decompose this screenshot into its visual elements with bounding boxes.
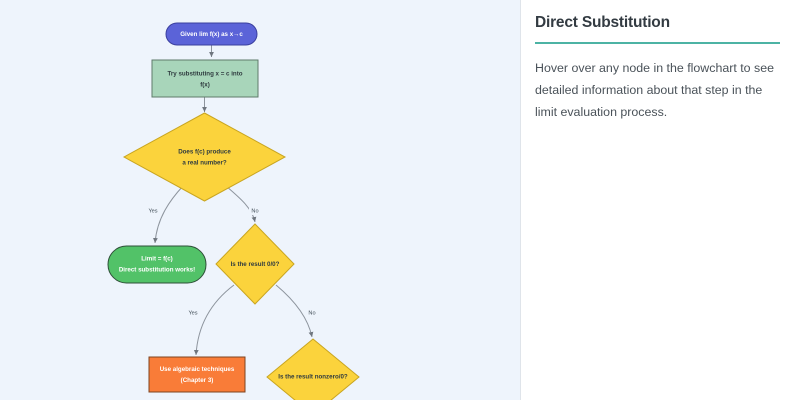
edge-label-layer: Yes No Yes No xyxy=(146,206,318,317)
node-start[interactable]: Given lim f(x) as x→c xyxy=(165,22,258,46)
edge-zero-over-zero-no xyxy=(275,284,314,338)
node-start-label: Given lim f(x) as x→c xyxy=(180,31,243,38)
node-start-shape[interactable] xyxy=(165,22,258,46)
node-real-number-decision-label-line1: Does f(c) produce xyxy=(178,149,231,156)
info-panel: Direct Substitution Hover over any node … xyxy=(521,0,800,400)
node-algebraic-techniques-label-line2: (Chapter 3) xyxy=(181,377,214,384)
edge-layer xyxy=(153,45,314,356)
node-substitute-shape[interactable] xyxy=(151,59,259,98)
node-substitute-label-line2: f(x) xyxy=(200,82,210,89)
node-limit-result-shape[interactable] xyxy=(107,245,207,284)
node-nonzero-over-zero-decision-label: Is the result nonzero/0? xyxy=(278,374,348,381)
flowchart-canvas: Yes No Yes No Given lim f(x) as x→c Try … xyxy=(107,22,360,400)
node-algebraic-techniques[interactable]: Use algebraic techniques (Chapter 3) xyxy=(148,356,246,393)
node-zero-over-zero-decision[interactable]: Is the result 0/0? xyxy=(215,223,295,305)
info-panel-title: Direct Substitution xyxy=(535,14,670,31)
node-zero-over-zero-decision-label: Is the result 0/0? xyxy=(231,261,280,268)
node-algebraic-techniques-shape[interactable] xyxy=(148,356,246,393)
edge-real-number-no xyxy=(225,185,257,223)
edge-label-bg xyxy=(186,308,200,317)
info-panel-divider xyxy=(535,41,780,44)
node-zero-over-zero-decision-shape[interactable] xyxy=(215,223,295,305)
edge-label-real-number-no: No xyxy=(251,209,258,215)
node-real-number-decision-label-line2: a real number? xyxy=(182,160,227,167)
node-limit-result[interactable]: Limit = f(c) Direct substitution works! xyxy=(107,245,207,284)
edge-label-bg xyxy=(249,206,261,215)
edge-label-real-number-yes: Yes xyxy=(148,209,157,215)
node-substitute[interactable]: Try substituting x = c into f(x) xyxy=(151,59,259,98)
edge-label-zero-over-zero-yes: Yes xyxy=(188,311,197,317)
edge-real-number-yes xyxy=(153,185,184,244)
flowchart-panel: Yes No Yes No Given lim f(x) as x→c Try … xyxy=(0,0,521,400)
info-panel-body: Hover over any node in the flowchart to … xyxy=(535,60,774,119)
node-real-number-decision[interactable]: Does f(c) produce a real number? xyxy=(122,112,287,202)
edge-label-bg xyxy=(146,206,160,215)
node-substitute-label-line1: Try substituting x = c into xyxy=(167,71,242,78)
node-limit-result-label-line1: Limit = f(c) xyxy=(141,256,172,263)
node-nonzero-over-zero-decision-shape[interactable] xyxy=(266,338,360,400)
node-nonzero-over-zero-decision[interactable]: Is the result nonzero/0? xyxy=(266,338,360,400)
node-limit-result-label-line2: Direct substitution works! xyxy=(119,267,195,274)
node-algebraic-techniques-label-line1: Use algebraic techniques xyxy=(160,366,235,373)
edge-zero-over-zero-yes xyxy=(193,284,235,356)
edge-label-bg xyxy=(306,308,318,317)
node-real-number-decision-shape[interactable] xyxy=(122,112,287,202)
edge-label-zero-over-zero-no: No xyxy=(308,311,315,317)
